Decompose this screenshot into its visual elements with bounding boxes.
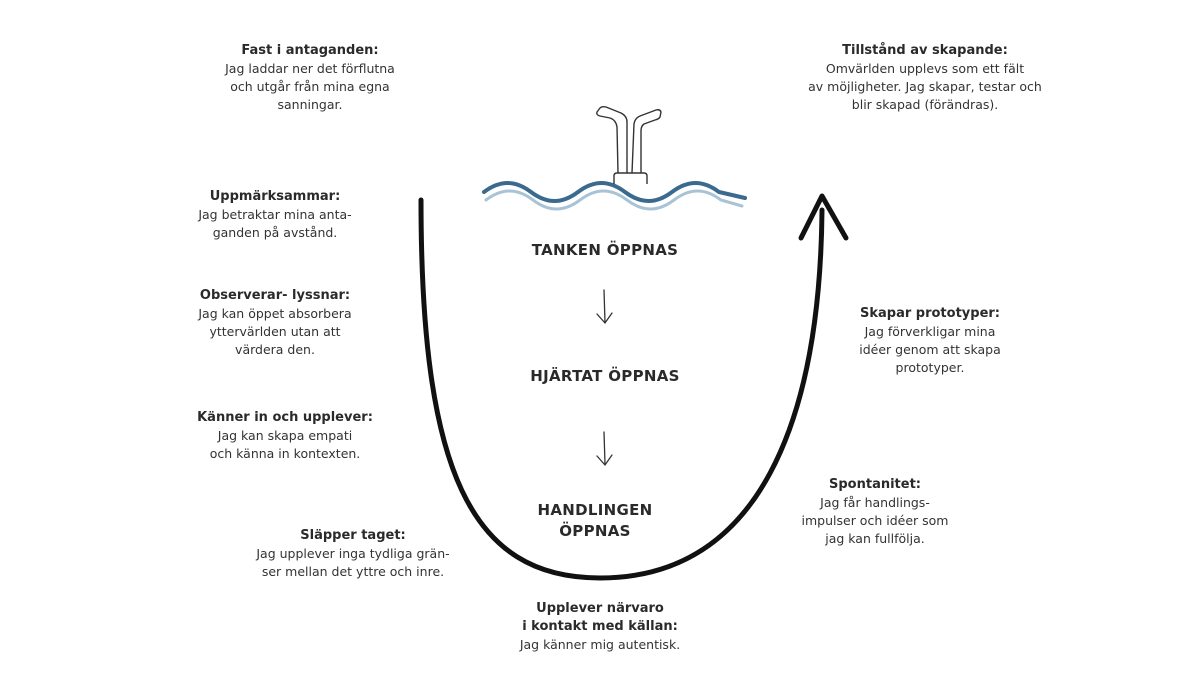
down-arrow-icon (596, 289, 613, 325)
label-body: Jag kan öppet absorbera yttervärlden uta… (198, 306, 352, 357)
label-title: Upplever närvaro i kontakt med källan: (522, 601, 678, 634)
label-title: Känner in och upplever: (197, 410, 373, 425)
stage-hjartat: HJÄRTAT ÖPPNAS (530, 367, 680, 385)
label-body: Jag upplever inga tydliga grän- ser mell… (256, 546, 450, 579)
u-curve (418, 197, 825, 581)
label-title: Tillstånd av skapande: (842, 43, 1008, 58)
label-body: Jag får handlings- impulser och idéer so… (801, 495, 949, 546)
label-fast-i-antaganden: Fast i antaganden: Jag laddar ner det fö… (180, 42, 440, 114)
label-kanner-in: Känner in och upplever: Jag kan skapa em… (170, 409, 400, 463)
label-body: Omvärlden upplevs som ett fält av möjlig… (808, 61, 1042, 112)
wave-dark (482, 181, 747, 203)
stage-handlingen: HANDLINGEN ÖPPNAS (537, 501, 653, 540)
label-title: Skapar prototyper: (859, 306, 1000, 321)
label-prototyper: Skapar prototyper: Jag förverkligar mina… (810, 305, 1050, 377)
down-arrow-icon (596, 431, 613, 467)
label-title: Spontanitet: (829, 477, 921, 492)
label-title: Fast i antaganden: (241, 43, 379, 58)
wave-light (484, 189, 744, 211)
label-body: Jag kan skapa empati och känna in kontex… (209, 428, 361, 461)
stage-tanken: TANKEN ÖPPNAS (531, 241, 679, 259)
u-curve-arrowhead (798, 193, 849, 241)
label-body: Jag laddar ner det förflutna och utgår f… (225, 61, 395, 112)
label-spontanitet: Spontanitet: Jag får handlings- impulser… (755, 476, 995, 548)
label-observerar: Observerar- lyssnar: Jag kan öppet absor… (160, 287, 390, 359)
label-body: Jag förverkligar mina idéer genom att sk… (859, 324, 1001, 375)
label-title: Uppmärksammar: (209, 189, 341, 204)
label-title: Släpper taget: (300, 528, 406, 543)
label-uppmarksammar: Uppmärksammar: Jag betraktar mina anta- … (160, 188, 390, 242)
label-title: Observerar- lyssnar: (199, 288, 351, 303)
label-slapper-taget: Släpper taget: Jag upplever inga tydliga… (228, 527, 478, 581)
label-body: Jag betraktar mina anta- ganden på avstå… (198, 207, 352, 240)
label-body: Jag känner mig autentisk. (519, 637, 681, 652)
label-narvaro: Upplever närvaro i kontakt med källan: J… (470, 600, 730, 654)
diver-legs-icon (596, 105, 662, 184)
label-tillstand: Tillstånd av skapande: Omvärlden upplevs… (780, 42, 1070, 114)
